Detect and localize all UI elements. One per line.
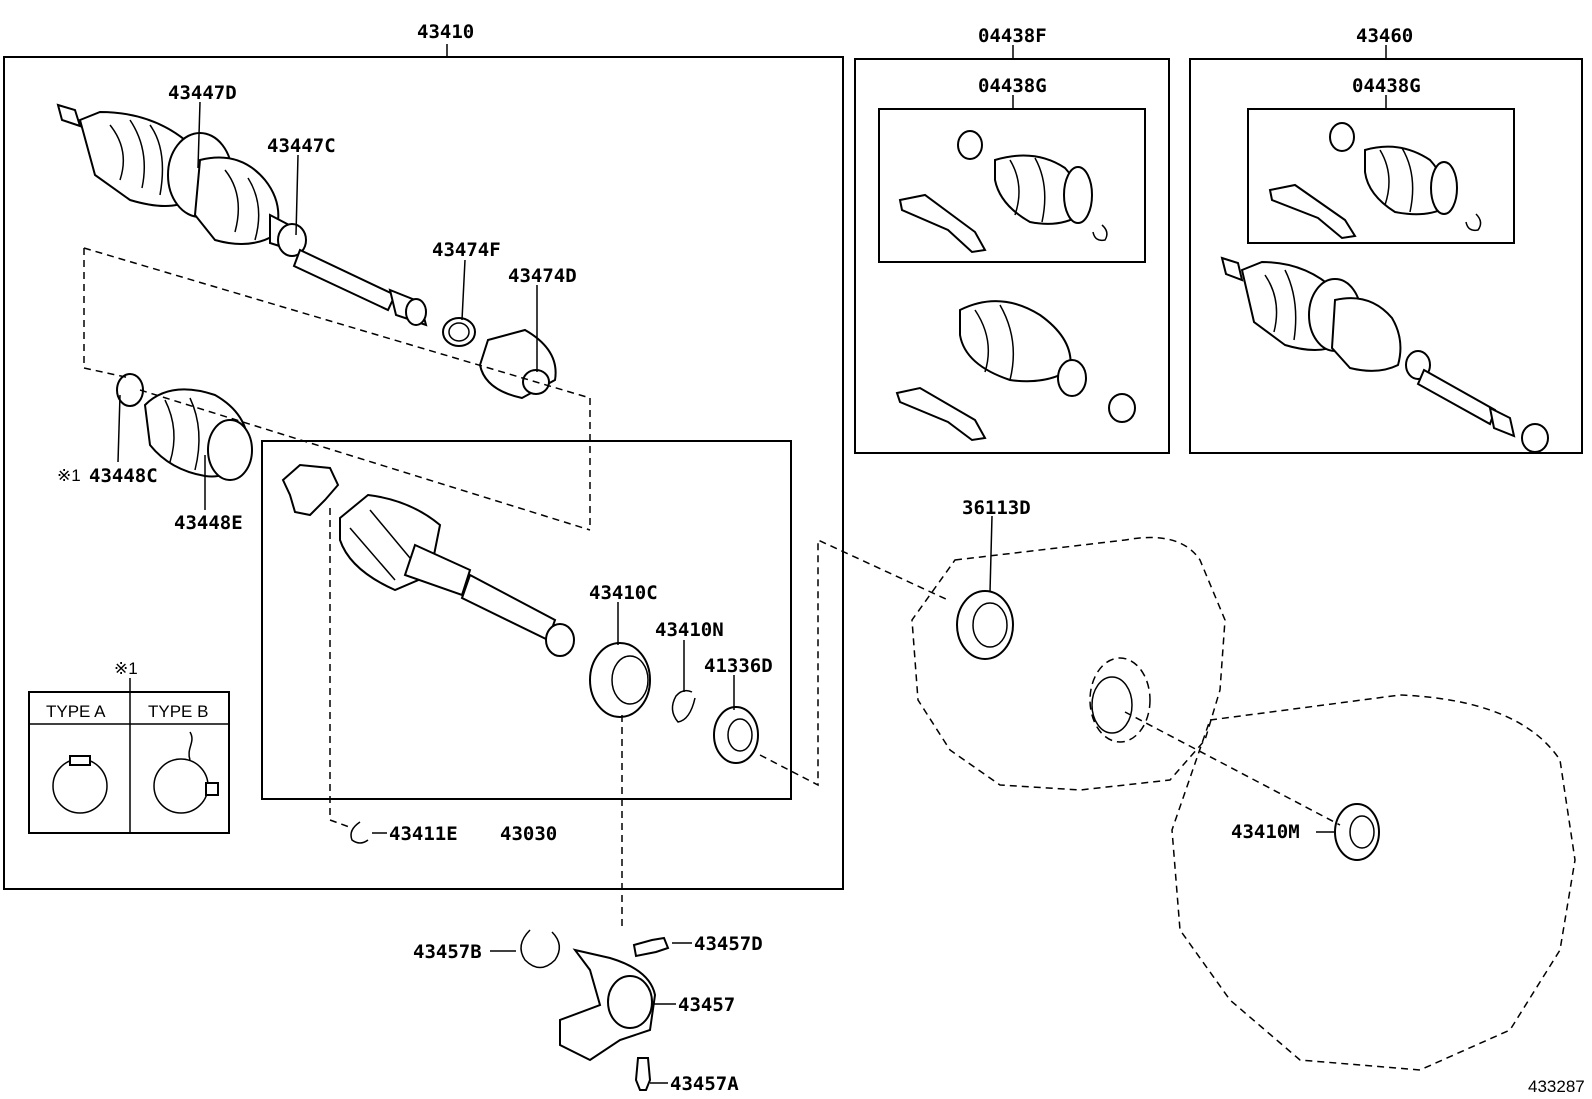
transaxle-case bbox=[911, 536, 1576, 1071]
type-table bbox=[28, 678, 230, 834]
frame-43030 bbox=[261, 440, 792, 800]
guide-lines bbox=[83, 247, 1341, 930]
drive-shaft-outer bbox=[56, 103, 428, 327]
label-04438G-2: 04438G bbox=[1352, 75, 1421, 97]
label-43457D: 43457D bbox=[694, 933, 763, 955]
frame-04438G-2 bbox=[1247, 108, 1515, 244]
frame-04438F bbox=[854, 58, 1170, 454]
label-43448E: 43448E bbox=[174, 512, 243, 534]
grease-tube-2 bbox=[895, 386, 987, 442]
type-b-clamp-icon bbox=[153, 758, 209, 814]
label-43457: 43457 bbox=[678, 994, 735, 1016]
label-43030: 43030 bbox=[500, 823, 557, 845]
label-43460: 43460 bbox=[1356, 25, 1413, 47]
label-43447C: 43447C bbox=[267, 135, 336, 157]
label-43410: 43410 bbox=[417, 21, 474, 43]
label-43411E: 43411E bbox=[389, 823, 458, 845]
frames bbox=[3, 44, 1583, 890]
bolt-43457D bbox=[632, 936, 670, 958]
type-table-frame bbox=[28, 691, 230, 834]
label-43457B: 43457B bbox=[413, 941, 482, 963]
kit-43460-contents bbox=[1220, 122, 1549, 453]
snap-ring-43411E bbox=[350, 821, 369, 844]
bearing-43410C bbox=[589, 642, 651, 718]
label-04438G-1: 04438G bbox=[978, 75, 1047, 97]
label-43474F: 43474F bbox=[432, 239, 501, 261]
clamp-43474F bbox=[442, 317, 476, 347]
bearing-43410M bbox=[1334, 803, 1380, 861]
snap-ring-43410N bbox=[671, 689, 696, 723]
kit-04438F-contents bbox=[895, 130, 1136, 442]
label-04438F: 04438F bbox=[978, 25, 1047, 47]
diagram-id: 433287 bbox=[1528, 1077, 1585, 1096]
clamp-43448C bbox=[116, 373, 144, 407]
label-43474D: 43474D bbox=[508, 265, 577, 287]
leader-lines bbox=[117, 101, 1335, 1084]
bearing-bracket bbox=[520, 929, 670, 1091]
type-b-label: TYPE B bbox=[148, 702, 208, 721]
label-41336D: 41336D bbox=[704, 655, 773, 677]
frame-04438G-1 bbox=[878, 108, 1146, 263]
type-table-note: ※1 bbox=[114, 659, 138, 678]
label-36113D: 36113D bbox=[962, 497, 1031, 519]
clip-43457B bbox=[520, 929, 561, 969]
type-a-clamp-icon bbox=[52, 758, 108, 814]
inner-joint-43030 bbox=[281, 463, 759, 844]
label-43447D: 43447D bbox=[168, 82, 237, 104]
note-mark: ※1 bbox=[57, 466, 81, 485]
frame-43410 bbox=[3, 56, 844, 890]
seal-36113D bbox=[956, 590, 1014, 660]
tripod bbox=[281, 463, 340, 517]
part-labels: 43410 04438F 04438G 43460 04438G 43447D … bbox=[46, 21, 1585, 1096]
label-43410C: 43410C bbox=[589, 582, 658, 604]
label-43457A: 43457A bbox=[670, 1073, 739, 1095]
label-43410N: 43410N bbox=[655, 619, 724, 641]
boot-kit-parts bbox=[116, 317, 557, 481]
type-a-label: TYPE A bbox=[46, 702, 106, 721]
label-43448C: 43448C bbox=[89, 465, 158, 487]
bolt-43457A bbox=[634, 1057, 652, 1091]
label-43410M: 43410M bbox=[1231, 821, 1300, 843]
grease-tube-1 bbox=[898, 193, 987, 254]
